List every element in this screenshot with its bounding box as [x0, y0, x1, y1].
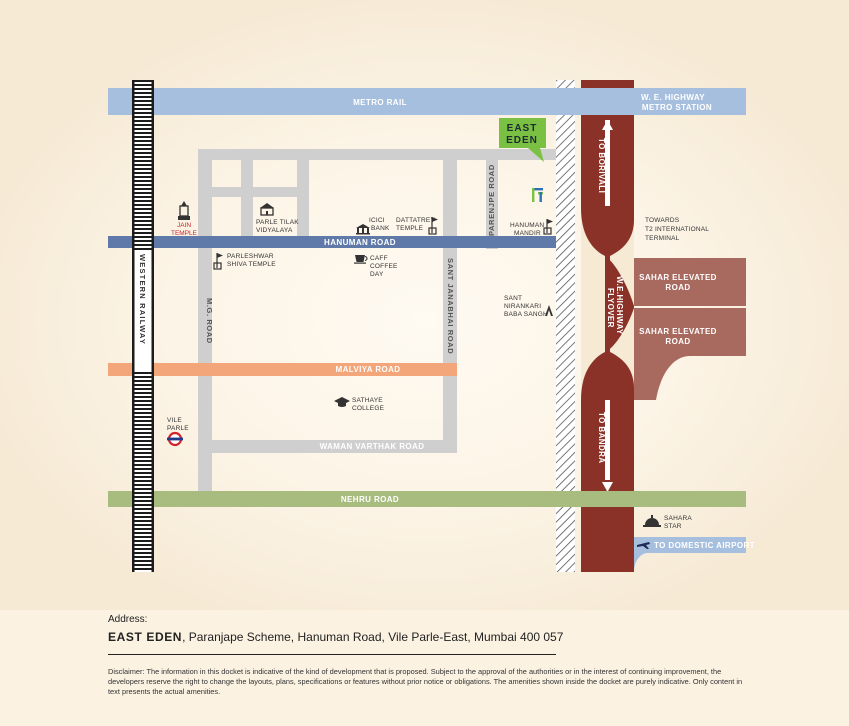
jain-temple-icon	[178, 201, 190, 220]
parleshwar-shiva-temple: PARLESHWAR SHIVA TEMPLE	[213, 253, 276, 270]
jain-temple: JAIN TEMPLE	[171, 201, 198, 237]
parleshwar-label-2: SHIVA TEMPLE	[227, 261, 276, 268]
hanuman-road-label: HANUMAN ROAD	[324, 238, 396, 247]
station-roundel-icon	[167, 431, 183, 447]
parle-tilak-label-2: VIDYALAYA	[256, 227, 293, 234]
domestic-airport-road: TO DOMESTIC AIRPORT	[634, 537, 755, 572]
malviya-road-label: MALVIYA ROAD	[336, 365, 401, 374]
sahar-elevated-road-2-label-2: ROAD	[665, 337, 690, 346]
towards-t2-label-3: TERMINAL	[645, 235, 680, 242]
mg-road-label: M.G. ROAD	[205, 298, 214, 344]
sathaye-college-label-2: COLLEGE	[352, 405, 385, 412]
icici-bank-label-2: BANK	[371, 225, 390, 232]
waman-varthak-road-label: WAMAN VARTHAK ROAD	[320, 442, 425, 451]
sahar-elevated-roads: SAHAR ELEVATED ROAD SAHAR ELEVATED ROAD	[634, 258, 746, 400]
airplane-icon	[637, 542, 650, 549]
vile-parle-station: VILE PARLE	[167, 417, 189, 447]
vile-parle-label: VILE	[167, 417, 182, 424]
temple-flag-icon	[213, 253, 223, 270]
bank-icon	[356, 224, 370, 235]
highway-median	[556, 80, 575, 572]
east-eden-icon	[532, 188, 543, 202]
caff-coffee-day: CAFF COFFEE DAY	[354, 255, 398, 278]
sahara-star-label-2: STAR	[664, 523, 682, 530]
sahara-star: SAHARA STAR	[643, 515, 692, 530]
western-railway: WESTERN RAILWAY	[132, 80, 154, 572]
parenjpe-road-label: PARENJPE ROAD	[487, 164, 496, 236]
address-line: EAST EDEN, Paranjape Scheme, Hanuman Roa…	[108, 630, 563, 644]
hanuman-mandir-label: HANUMAN	[510, 222, 544, 229]
parle-tilak-label: PARLE TILAK	[256, 219, 299, 226]
sant-nirankari-label: SANT	[504, 295, 522, 302]
parle-tilak-vidyalaya: PARLE TILAK VIDYALAYA	[256, 203, 299, 234]
caff-coffee-day-label-3: DAY	[370, 271, 384, 278]
sahar-elevated-road-2-label: SAHAR ELEVATED	[639, 327, 717, 336]
hanuman-mandir: HANUMAN MANDIR	[510, 219, 553, 237]
to-domestic-airport-label: TO DOMESTIC AIRPORT	[654, 541, 755, 550]
vile-parle-label-2: PARLE	[167, 425, 189, 432]
dattatrey-temple: DATTATREY TEMPLE	[396, 217, 438, 235]
metro-station-label-2: METRO STATION	[642, 103, 712, 112]
sant-janabhai-road-label: SANT JANABHAI ROAD	[446, 258, 455, 354]
sahar-elevated-road-1-label-2: ROAD	[665, 283, 690, 292]
dattatrey-temple-label-2: TEMPLE	[396, 225, 424, 232]
parleshwar-label: PARLESHWAR	[227, 253, 274, 260]
nehru-road: NEHRU ROAD	[108, 491, 746, 507]
east-eden-marker: EAST EDEN	[499, 118, 546, 202]
address-project-name: EAST EDEN	[108, 630, 183, 644]
caff-coffee-day-label: CAFF	[370, 255, 388, 262]
towards-t2-label: TOWARDS	[645, 217, 680, 224]
address-label: Address:	[108, 614, 148, 625]
to-bandra-label: TO BANDRA	[597, 412, 606, 463]
metro-rail-label: METRO RAIL	[353, 98, 407, 107]
western-railway-label: WESTERN RAILWAY	[138, 254, 147, 345]
sathaye-college: SATHAYE COLLEGE	[334, 397, 385, 412]
dattatrey-temple-label: DATTATREY	[396, 217, 435, 224]
icici-bank-label: ICICI	[369, 217, 385, 224]
east-eden-logo-text-2: EDEN	[506, 135, 538, 146]
sant-nirankari-label-2: NIRANKARI	[504, 303, 541, 310]
address-detail: , Paranjape Scheme, Hanuman Road, Vile P…	[182, 630, 564, 644]
disclaimer-text: Disclaimer: The information in this dock…	[108, 667, 743, 696]
jain-temple-label: JAIN	[177, 222, 191, 229]
local-roads	[198, 149, 556, 505]
nehru-road-label: NEHRU ROAD	[341, 495, 399, 504]
malviya-road: MALVIYA ROAD	[108, 363, 457, 376]
metro-rail-line: METRO RAIL W. E. HIGHWAY METRO STATION	[108, 88, 746, 115]
jain-temple-label-2: TEMPLE	[171, 230, 198, 237]
sant-nirankari-baba-sangh: SANT NIRANKARI BABA SANGH	[504, 295, 553, 318]
east-eden-logo-text: EAST	[507, 123, 538, 134]
hanuman-road: HANUMAN ROAD	[108, 236, 556, 248]
hanuman-mandir-label-2: MANDIR	[514, 230, 541, 237]
arch-icon	[545, 305, 553, 316]
address-divider	[108, 654, 556, 655]
icici-bank: ICICI BANK	[356, 217, 390, 235]
flyover-label: W.E.HIGHWAY	[615, 276, 624, 335]
hotel-bell-icon	[643, 515, 661, 527]
temple-flag-icon	[428, 217, 438, 235]
metro-station-label: W. E. HIGHWAY	[641, 93, 705, 102]
school-icon	[260, 203, 274, 216]
to-borivali-label: TO BORIVALI	[597, 138, 606, 193]
flyover-label-2: FLYOVER	[606, 288, 615, 328]
we-highway: TO BORIVALI TO BANDRA W.E.HIGHWAY FLYOVE…	[581, 80, 634, 572]
caff-coffee-day-label-2: COFFEE	[370, 263, 398, 270]
temple-flag-icon	[543, 219, 553, 235]
sant-nirankari-label-3: BABA SANGH	[504, 311, 548, 318]
location-map: SAHAR ELEVATED ROAD SAHAR ELEVATED ROAD …	[108, 80, 755, 572]
graduation-cap-icon	[334, 397, 350, 407]
coffee-cup-icon	[354, 255, 368, 264]
towards-t2-label-2: T2 INTERNATIONAL	[645, 226, 709, 233]
sahara-star-label: SAHARA	[664, 515, 692, 522]
sathaye-college-label: SATHAYE	[352, 397, 383, 404]
sahar-elevated-road-1-label: SAHAR ELEVATED	[639, 273, 717, 282]
